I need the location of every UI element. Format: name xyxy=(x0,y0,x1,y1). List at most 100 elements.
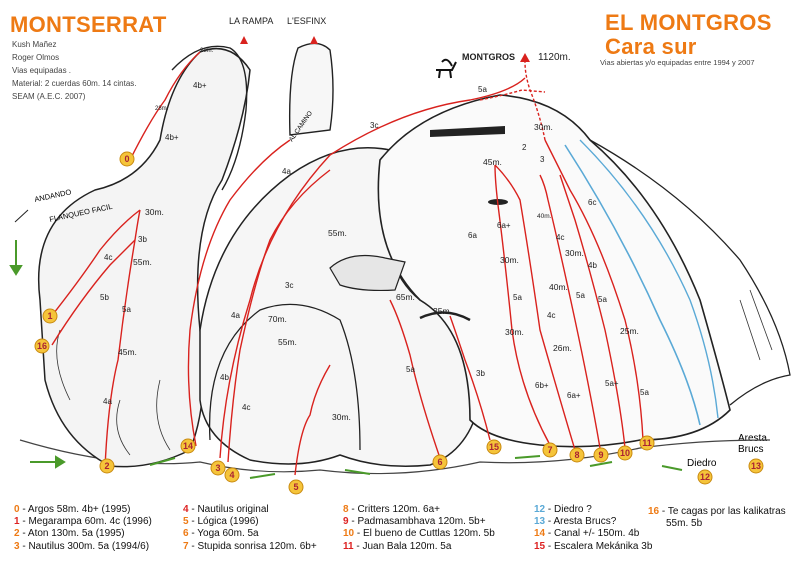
route-badge-9: 9 xyxy=(593,447,609,463)
grade: 5a xyxy=(576,291,585,300)
badge-circle xyxy=(697,469,713,485)
credit-line: Vias equipadas . xyxy=(12,66,72,75)
arrow-icon xyxy=(149,457,176,466)
grade: 6a+ xyxy=(567,391,581,400)
arrow-icon xyxy=(55,455,66,469)
arrow-icon xyxy=(249,473,276,479)
rock-esfinx xyxy=(288,42,334,136)
badge-number: 14 xyxy=(183,441,193,451)
badge-number: 8 xyxy=(574,450,579,460)
route-0-line xyxy=(129,51,201,161)
mark: 30m. xyxy=(145,207,164,217)
badge-number: 13 xyxy=(751,461,761,471)
mark: 26m. xyxy=(553,343,572,353)
route-8-line xyxy=(494,164,576,451)
route-badge-14: 14 xyxy=(180,438,196,454)
rock-montgros xyxy=(377,94,731,448)
mark: 55m. xyxy=(133,257,152,267)
arrow-icon xyxy=(661,465,683,471)
grade: 2 xyxy=(522,143,527,152)
grade: 5a xyxy=(598,295,607,304)
legend-item: 10 - El bueno de Cuttlas 120m. 5b xyxy=(343,528,495,540)
subtitle: Vias abiertas y/o equipadas entre 1994 y… xyxy=(600,58,755,67)
ibex-icon xyxy=(436,58,457,79)
legend-item: 14 - Canal +/- 150m. 4b xyxy=(534,528,640,540)
legend-col-2: 4 - Nautilus original 5 - Lógica (1996) … xyxy=(183,504,317,553)
mark: 30m. xyxy=(565,248,584,258)
grade: 5a xyxy=(640,388,649,397)
route-marks: 28m. 28m. 30m. 55m. 45m. 55m. 70m. 55m. … xyxy=(118,48,639,422)
grade: 5a+ xyxy=(605,379,619,388)
legend-item: 16 - Te cagas por las kalikatras xyxy=(648,506,786,517)
mark: 28m. xyxy=(155,106,169,112)
badge-circle xyxy=(288,479,304,495)
legend-item: 13 - Aresta Brucs? xyxy=(534,516,617,528)
route-badge-7: 7 xyxy=(542,442,558,458)
montserrat-title: MONTSERRAT xyxy=(10,12,167,37)
badge-circle xyxy=(748,458,764,474)
grade: 4b+ xyxy=(165,133,179,142)
grade: 6a xyxy=(468,231,477,240)
badge-number: 4 xyxy=(229,470,234,480)
route-badge-0: 0 xyxy=(119,151,135,167)
cara-sur-title: Cara sur xyxy=(605,34,697,59)
grade: 4b xyxy=(588,261,597,270)
grade: 3b xyxy=(138,235,147,244)
legend-item: 55m. 5b xyxy=(666,518,703,530)
mark: 25m. xyxy=(620,326,639,336)
legend-item: 5 - Lógica (1996) xyxy=(183,516,259,528)
mark: 30m. xyxy=(500,255,519,265)
badge-circle xyxy=(42,308,58,324)
badge-circle xyxy=(210,460,226,476)
montgros-title: EL MONTGROS xyxy=(605,10,772,35)
route-badge-10: 10 xyxy=(617,445,633,461)
badge-number: 1 xyxy=(47,311,52,321)
badge-number: 5 xyxy=(293,482,298,492)
grade: 4c xyxy=(556,233,564,242)
credit-line: Material: 2 cuerdas 60m. 14 cintas. xyxy=(12,79,137,88)
arrow-icon xyxy=(589,461,613,467)
route-13-line xyxy=(579,139,719,419)
topo-drawing: 28m. 28m. 30m. 55m. 45m. 55m. 70m. 55m. … xyxy=(9,36,791,495)
mark: 65m. xyxy=(396,292,415,302)
peak-esfinx-marker xyxy=(310,36,318,44)
mark: 55m. xyxy=(278,337,297,347)
legend-col-3: 8 - Critters 120m. 6a+ 9 - Padmasambhava… xyxy=(343,504,495,553)
credit-line: SEAM (A.E.C. 2007) xyxy=(12,92,86,101)
diedro-label: Diedro xyxy=(687,458,717,469)
mark: 45m. xyxy=(483,157,502,167)
route-15-line xyxy=(449,315,491,441)
roof-right xyxy=(419,311,471,322)
rock-lower-dome xyxy=(208,303,361,451)
badge-circle xyxy=(180,438,196,454)
montgros-altitude: 1120m. xyxy=(538,52,571,63)
mark: 28m. xyxy=(200,48,214,54)
roof-mid xyxy=(329,255,406,292)
route-badge-8: 8 xyxy=(569,447,585,463)
route-3-line xyxy=(219,77,526,459)
legend-item: 7 - Stupida sonrisa 120m. 6b+ xyxy=(183,540,317,552)
grade: 4a xyxy=(282,167,291,176)
grade: 5b xyxy=(100,293,109,302)
rock-right-slab xyxy=(589,139,791,406)
legend-item: 2 - Aton 130m. 5a (1995) xyxy=(14,528,125,540)
route-11-line xyxy=(544,139,644,441)
legend-item: 4 - Nautilus original xyxy=(183,504,269,515)
mark: 55m. xyxy=(328,228,347,238)
mark: 30m. xyxy=(332,412,351,422)
grade: 3b xyxy=(476,369,485,378)
peak-montgros-marker xyxy=(520,53,530,62)
legend-item: 1 - Megarampa 60m. 4c (1996) xyxy=(14,516,152,528)
legend-item: 8 - Critters 120m. 6a+ xyxy=(343,504,440,515)
legend-item: 11 - Juan Bala 120m. 5a xyxy=(343,540,452,552)
credit-line: Roger Olmos xyxy=(12,53,60,62)
route-9-line xyxy=(539,174,601,449)
legend-item: 15 - Escalera Mekánika 3b xyxy=(534,540,653,552)
route-14-line xyxy=(187,139,291,447)
legend-item: 12 - Diedro ? xyxy=(534,504,592,515)
peak-esfinx-label: L'ESFINX xyxy=(287,16,327,26)
credits: Kush Mañez Roger Olmos Vias equipadas . … xyxy=(12,40,137,102)
aresta-label: Aresta Brucs xyxy=(738,433,767,455)
grade: 4a xyxy=(231,311,240,320)
rock-left xyxy=(38,47,251,468)
